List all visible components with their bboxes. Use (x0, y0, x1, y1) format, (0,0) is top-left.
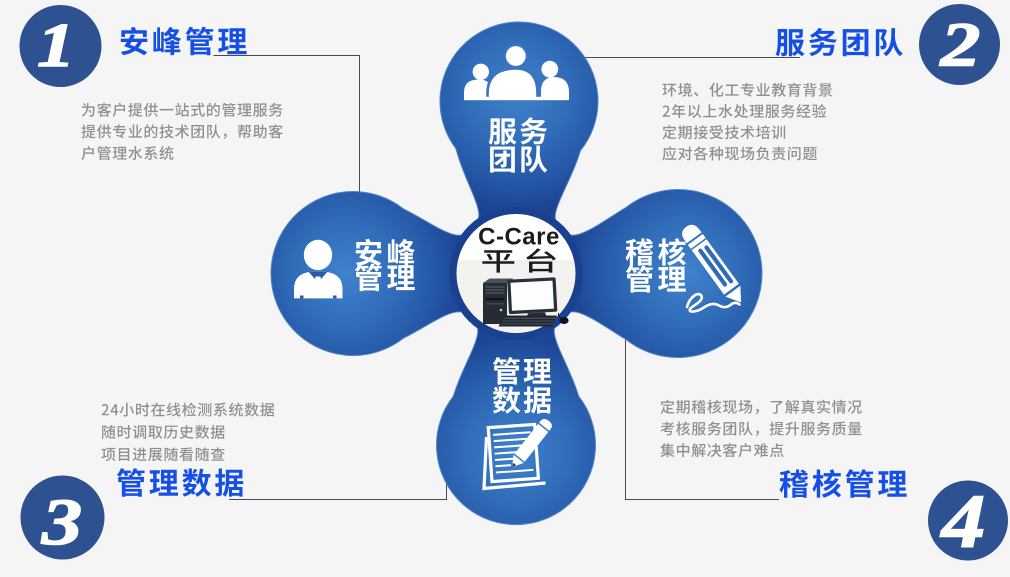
svg-text:1: 1 (37, 10, 75, 79)
svg-text:C-Care: C-Care (478, 224, 560, 251)
svg-text:4: 4 (940, 479, 986, 563)
svg-text:2: 2 (940, 12, 981, 80)
svg-text:3: 3 (41, 485, 82, 559)
